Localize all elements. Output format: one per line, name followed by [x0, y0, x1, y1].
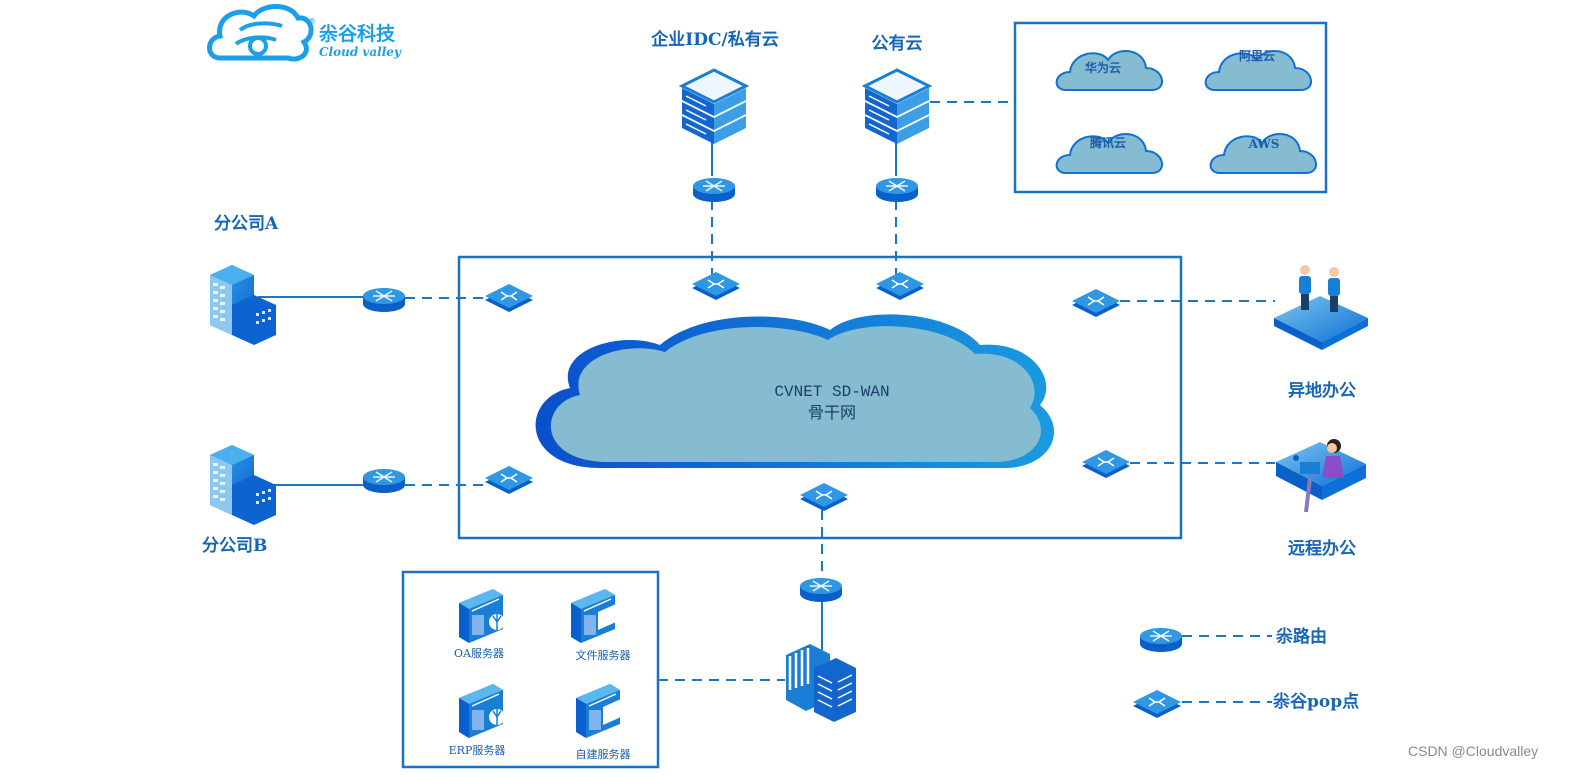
branch-a-label: 分公司A	[214, 214, 279, 234]
provider-label: 华为云	[1085, 60, 1121, 75]
core-subtitle: 骨干网	[808, 405, 856, 423]
registered-mark: ®	[308, 17, 316, 26]
remote-office-label: 远程办公	[1288, 538, 1356, 559]
file-server-label: 文件服务器	[576, 648, 631, 662]
branch-a-building-icon[interactable]	[210, 265, 276, 345]
branch-a-router-icon[interactable]	[362, 287, 406, 313]
pop-point-idc[interactable]	[691, 271, 741, 301]
offsite-office[interactable]: 异地办公	[1274, 265, 1368, 401]
provider-tencent[interactable]: 腾讯云	[1055, 132, 1164, 174]
custom-server-label: 自建服务器	[576, 747, 631, 761]
server-group-frame	[401, 570, 660, 769]
oa-server[interactable]: OA服务器	[454, 588, 505, 660]
legend-pop-icon	[1132, 689, 1182, 719]
offsite-office-label: 异地办公	[1288, 380, 1356, 401]
brand-name-en: Cloud valley	[319, 45, 402, 59]
custom-server[interactable]: 自建服务器	[575, 683, 631, 761]
legend-router-label: 尜路由	[1275, 626, 1327, 647]
legend-pop-label: 尜谷pop点	[1272, 691, 1359, 712]
datacenter-router-icon[interactable]	[799, 577, 843, 603]
provider-label: 阿里云	[1239, 48, 1275, 63]
watermark: CSDN @Cloudvalley	[1408, 743, 1538, 759]
public-cloud-label: 公有云	[872, 33, 923, 54]
branch-b-label: 分公司B	[202, 536, 267, 556]
pop-point-datacenter[interactable]	[799, 482, 849, 512]
core-title: CVNET SD-WAN	[774, 383, 889, 401]
provider-label: AWS	[1248, 137, 1280, 151]
idc-label: 企业IDC/私有云	[650, 29, 778, 50]
cloud-logo-icon	[207, 4, 314, 62]
idc-server-rack-icon[interactable]	[680, 68, 748, 146]
sdwan-core-cloud[interactable]: CVNET SD-WAN 骨干网	[535, 314, 1055, 469]
remote-worker-icon	[1276, 439, 1366, 513]
legend: 尜路由 尜谷pop点	[1132, 626, 1359, 719]
pop-point-branch-b[interactable]	[484, 465, 534, 495]
public-cloud-frame	[1013, 21, 1328, 194]
erp-server[interactable]: ERP服务器	[449, 683, 506, 757]
pop-point-offsite[interactable]	[1071, 288, 1121, 318]
sdwan-frame	[457, 255, 1183, 540]
pop-point-public-cloud[interactable]	[875, 271, 925, 301]
provider-huawei[interactable]: 华为云	[1055, 49, 1164, 91]
brand-name-cn: 尜谷科技	[318, 22, 396, 45]
oa-server-label: OA服务器	[454, 647, 504, 660]
provider-aliyun[interactable]: 阿里云	[1204, 48, 1313, 91]
public-cloud-server-rack-icon[interactable]	[863, 68, 931, 146]
provider-label: 腾讯云	[1089, 135, 1126, 150]
public-cloud-router-icon[interactable]	[875, 177, 919, 203]
pop-point-remote[interactable]	[1081, 449, 1131, 479]
company-logo: ® 尜谷科技 Cloud valley	[207, 4, 402, 62]
legend-router-icon	[1139, 627, 1183, 653]
datacenter-servers-icon[interactable]	[786, 644, 856, 722]
remote-office[interactable]: 远程办公	[1276, 439, 1366, 559]
provider-aws[interactable]: AWS	[1209, 132, 1318, 174]
branch-b-building-icon[interactable]	[210, 445, 276, 525]
idc-router-icon[interactable]	[692, 177, 736, 203]
pop-point-branch-a[interactable]	[484, 283, 534, 313]
branch-b-router-icon[interactable]	[362, 468, 406, 494]
file-server[interactable]: 文件服务器	[570, 588, 631, 662]
business-people-icon	[1274, 265, 1368, 350]
erp-server-label: ERP服务器	[449, 744, 506, 757]
